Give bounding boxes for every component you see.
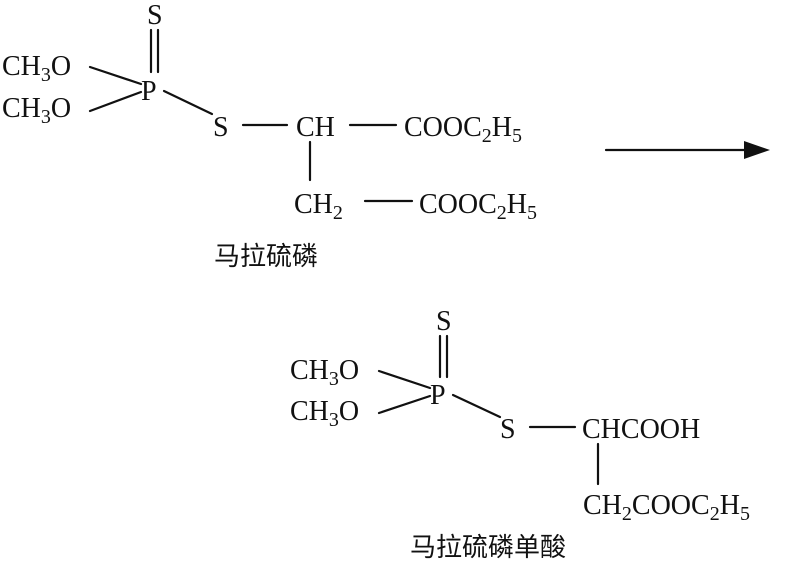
reactant-ch: CH	[296, 112, 335, 143]
reactant-structure: S P CH3O CH3O S CH COOC2H5 CH2 COOC2H5 马…	[2, 0, 537, 272]
reactant-caption: 马拉硫磷	[214, 242, 318, 272]
reactant-ch2: CH2	[294, 189, 343, 224]
reactant-ester-upper: COOC2H5	[404, 112, 522, 147]
product-sulfur-thio: S	[500, 414, 516, 445]
product-chcooh: CHCOOH	[582, 414, 700, 445]
reactant-ester-lower: COOC2H5	[419, 189, 537, 224]
product-bond-o-p-upper	[377, 369, 432, 390]
reactant-bond-o-p-upper	[88, 65, 143, 86]
reactant-bond-p-s	[162, 89, 214, 116]
product-bond-p-s	[451, 393, 502, 419]
reactant-methoxy-lower: CH3O	[2, 93, 71, 128]
reaction-arrow	[604, 141, 770, 159]
reactant-sulfur-thio: S	[213, 112, 229, 143]
product-caption: 马拉硫磷单酸	[410, 533, 566, 563]
product-structure: S P CH3O CH3O S CHCOOH CH2COOC2H5 马拉硫磷单酸	[290, 306, 750, 563]
product-phosphorus: P	[430, 380, 446, 411]
reactant-phosphorus: P	[141, 76, 157, 107]
arrow-head	[744, 141, 770, 159]
product-sulfur-top: S	[436, 306, 452, 337]
reactant-sulfur-top: S	[147, 0, 163, 31]
product-methoxy-lower: CH3O	[290, 396, 359, 431]
reactant-methoxy-upper: CH3O	[2, 51, 71, 86]
product-methoxy-upper: CH3O	[290, 355, 359, 390]
product-ch2-ester: CH2COOC2H5	[583, 490, 750, 525]
reactant-bond-o-p-lower	[88, 90, 143, 113]
product-bond-o-p-lower	[377, 394, 432, 415]
